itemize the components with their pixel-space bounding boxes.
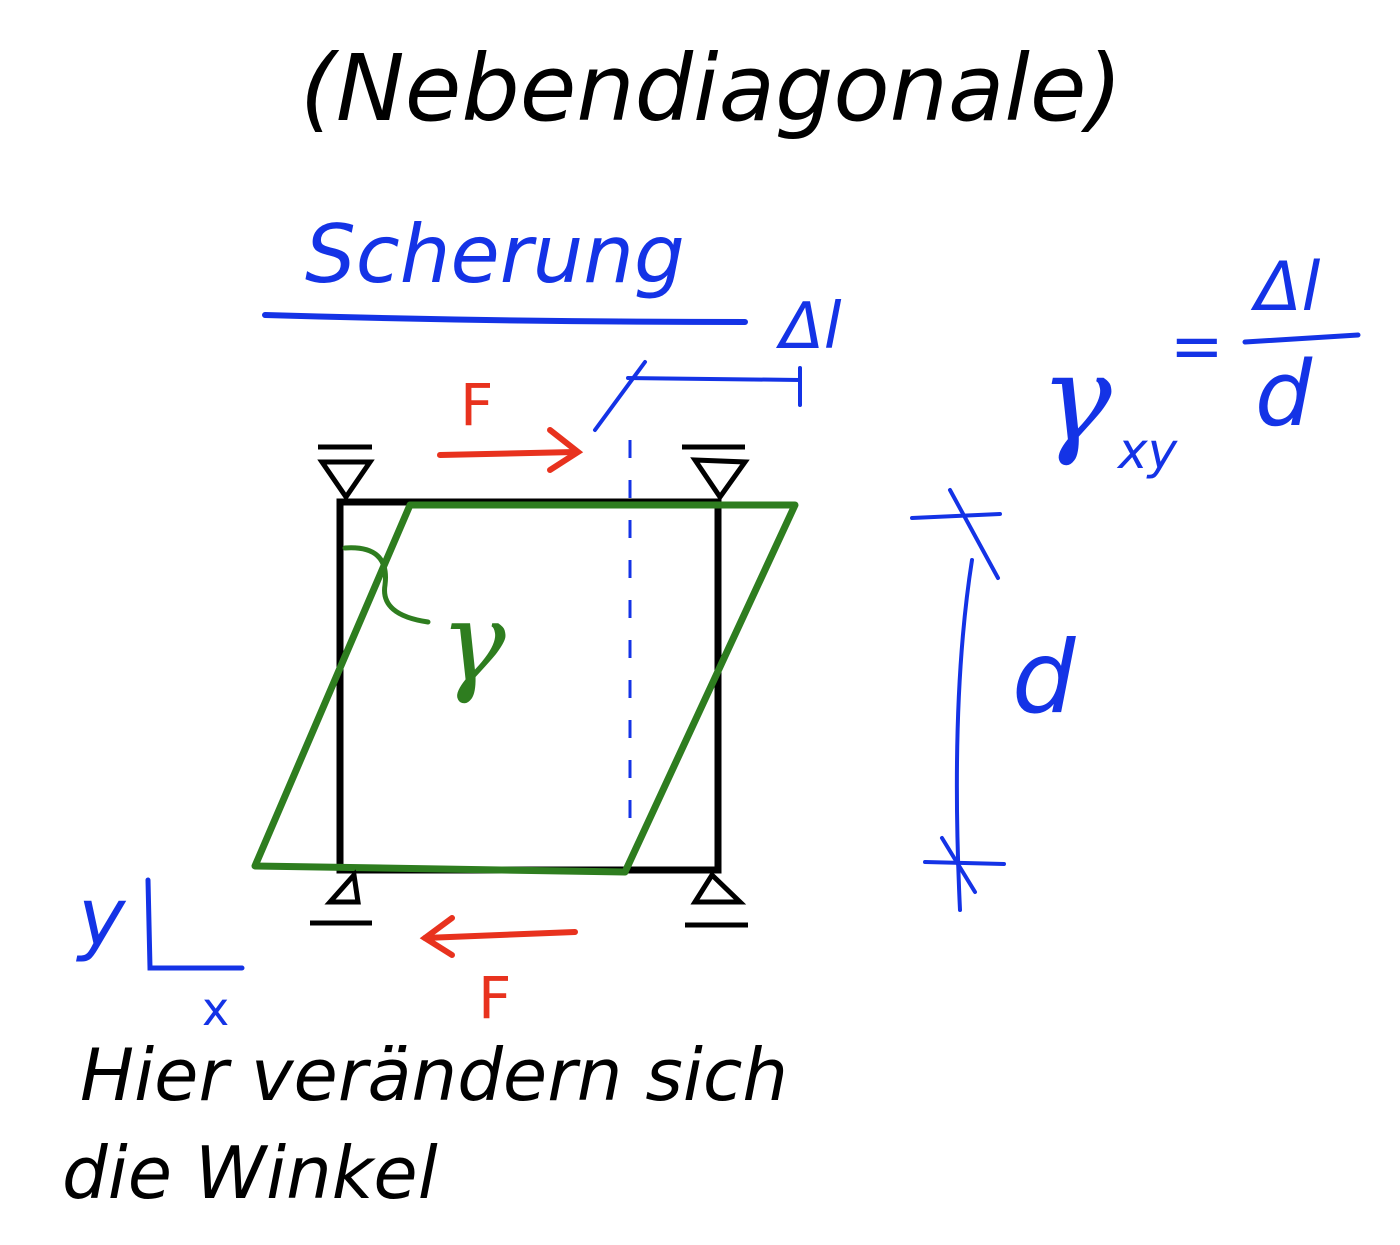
top-force-arrow [437, 427, 584, 473]
note-line-2: die Winkel [62, 1131, 438, 1215]
axis-y-label: y [76, 871, 127, 964]
axis-x-label: x [202, 982, 229, 1036]
section-underline [262, 312, 748, 325]
formula-fraction-bar [1242, 332, 1361, 345]
bottom-force-arrow [419, 915, 578, 958]
bottom-right-support [685, 871, 748, 928]
sheared-parallelogram [251, 501, 799, 876]
top-force-label: F [460, 371, 493, 439]
bottom-force-label: F [478, 964, 511, 1032]
formula-lhs-subscript: xy [1116, 422, 1179, 480]
section-title: Scherung [305, 208, 685, 301]
top-right-support [682, 444, 750, 502]
formula-numerator: Δl [1250, 248, 1321, 327]
shear-formula: γ xy = Δl d [1040, 248, 1361, 480]
formula-lhs-symbol: γ [1040, 330, 1112, 469]
note-line-1: Hier verändern sich [80, 1033, 788, 1117]
header-text: (Nebendiagonale) [300, 35, 1122, 142]
gamma-label: γ [440, 578, 506, 706]
original-square [336, 498, 722, 874]
formula-denominator: d [1255, 342, 1313, 447]
gamma-angle-arc [342, 545, 431, 625]
height-dimension [910, 488, 1006, 912]
formula-equals: = [1170, 310, 1224, 384]
bottom-left-support [310, 869, 372, 926]
delta-l-label: Δl [775, 290, 842, 364]
axis-system [145, 877, 245, 971]
height-label: d [1012, 619, 1076, 736]
delta-l-dimension [593, 360, 802, 432]
top-left-support [317, 444, 375, 502]
